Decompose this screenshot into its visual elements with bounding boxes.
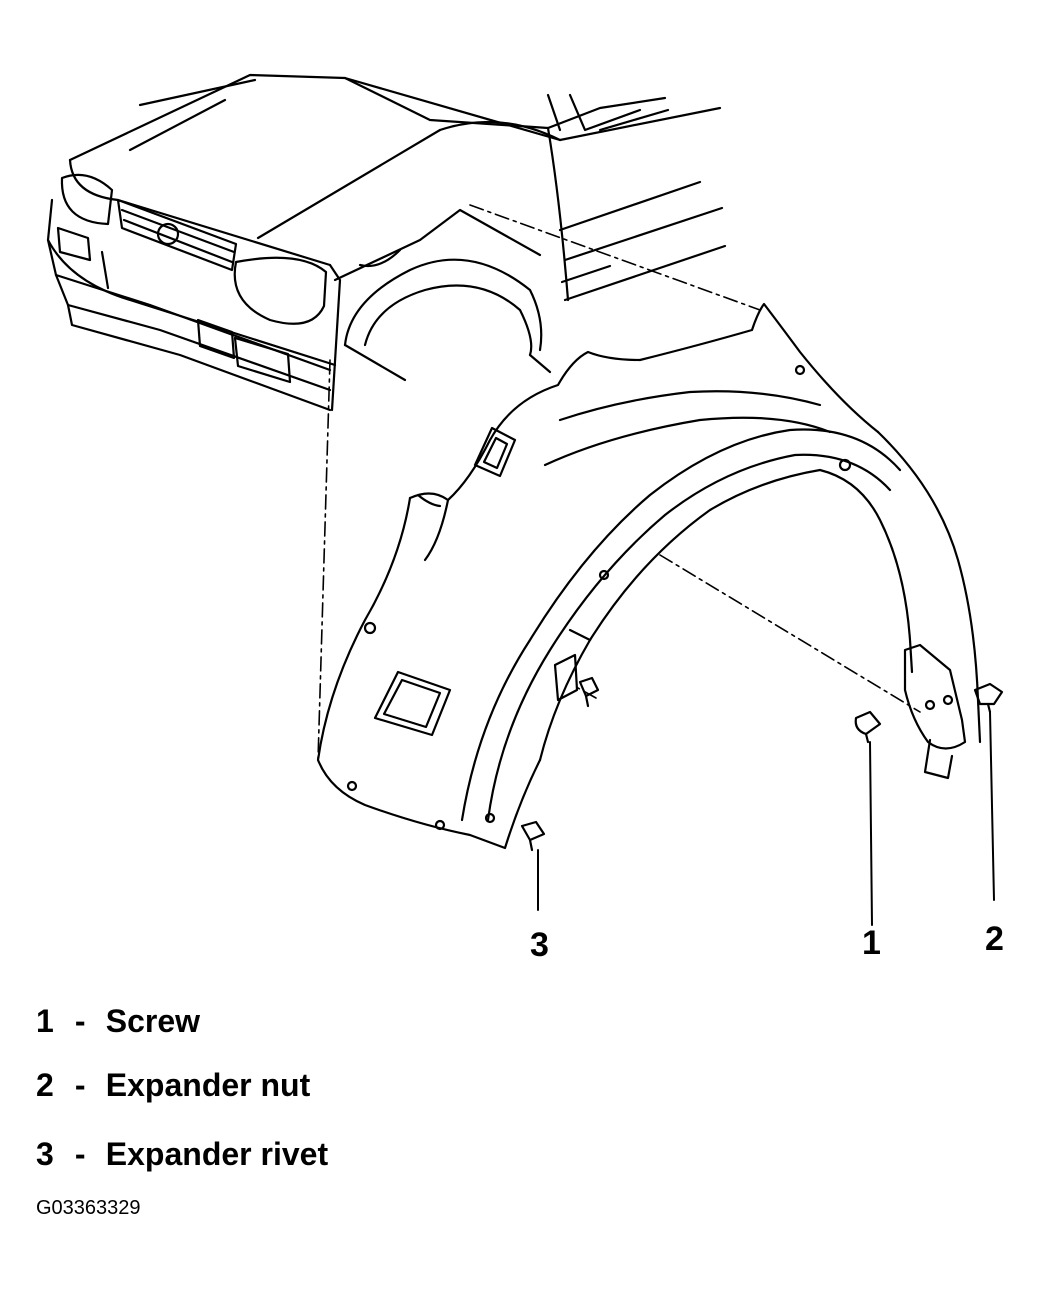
expander-rivet-upper bbox=[578, 676, 600, 708]
legend-number: 1 bbox=[36, 1003, 54, 1039]
expander-rivet bbox=[520, 820, 546, 852]
legend-dash: - bbox=[74, 1136, 86, 1172]
legend-number: 2 bbox=[36, 1067, 54, 1103]
figure-id: G03363329 bbox=[36, 1197, 141, 1219]
legend-dash: - bbox=[74, 1067, 86, 1103]
legend-item-expander-rivet: 3 - Expander rivet bbox=[36, 1138, 328, 1170]
legend-item-expander-nut: 2 - Expander nut bbox=[36, 1069, 310, 1101]
wheel-housing-liner-diagram bbox=[46, 73, 1004, 926]
assembly-lines bbox=[317, 204, 921, 761]
expander-nut bbox=[973, 682, 1004, 714]
leader-lines bbox=[537, 711, 995, 926]
legend-item-screw: 1 - Screw bbox=[36, 1005, 200, 1037]
legend-label: Expander nut bbox=[105, 1067, 311, 1103]
legend-dash: - bbox=[74, 1003, 86, 1039]
wheel-housing-liner-illustration bbox=[316, 302, 982, 850]
car-front-illustration bbox=[46, 73, 727, 412]
callout-expander-nut: 2 bbox=[985, 920, 1004, 958]
callout-screw: 1 bbox=[862, 924, 881, 962]
screw bbox=[854, 710, 882, 744]
legend-label: Expander rivet bbox=[105, 1136, 329, 1172]
legend-label: Screw bbox=[105, 1003, 201, 1039]
legend-number: 3 bbox=[36, 1136, 54, 1172]
callout-expander-rivet: 3 bbox=[530, 926, 549, 964]
